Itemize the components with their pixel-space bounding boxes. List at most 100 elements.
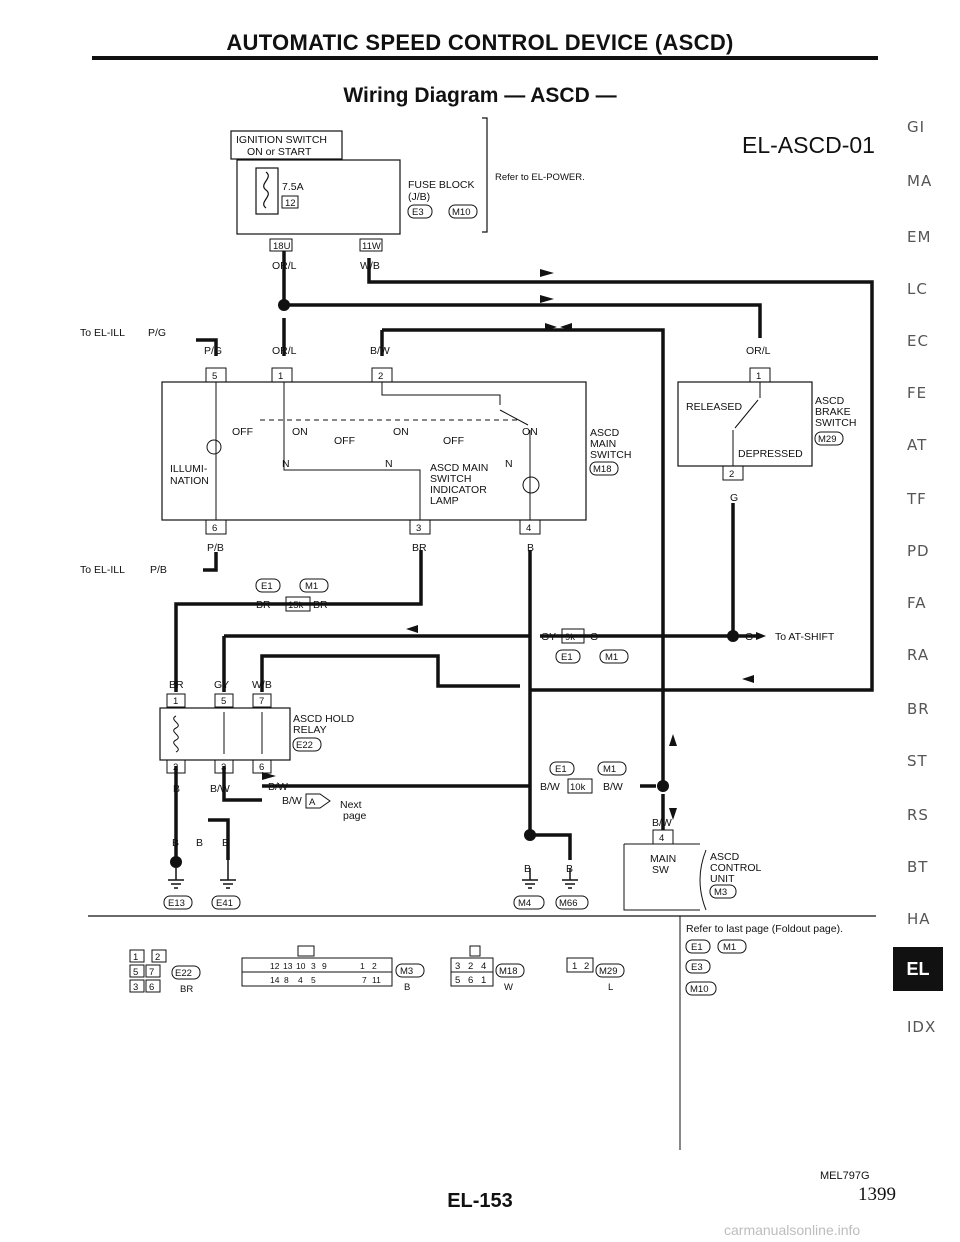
refer-e3: E3 — [691, 962, 703, 973]
wire-orl-brake: OR/L — [746, 345, 771, 357]
m3-top-6: 1 — [360, 961, 365, 971]
m18-grid-3: 4 — [481, 961, 486, 972]
section-tab-ra[interactable]: RA — [907, 646, 930, 664]
pin2-a: 2 — [378, 371, 383, 382]
j9k: 9k — [565, 632, 575, 643]
indicator-2: SWITCH — [430, 473, 471, 485]
section-tab-fa[interactable]: FA — [907, 594, 927, 612]
section-tab-rs[interactable]: RS — [907, 806, 929, 824]
wire-bw-label: B/W — [370, 345, 390, 357]
relay-pin7: 7 — [259, 696, 264, 707]
figure-id: MEL797G — [820, 1170, 870, 1182]
section-tab-fe[interactable]: FE — [907, 384, 928, 402]
bottom-m18-color: W — [504, 982, 513, 993]
refer-e1: E1 — [691, 942, 703, 953]
e22-grid-2: 2 — [155, 952, 160, 963]
relay-gy: GY — [214, 679, 229, 691]
acu-main: MAIN — [650, 853, 676, 865]
ignition-switch-box — [230, 130, 343, 160]
e22-grid-4: 7 — [149, 967, 154, 978]
section-page-number: EL-153 — [447, 1190, 513, 1212]
pin3-a: 3 — [416, 523, 421, 534]
bottom-e22: E22 — [175, 968, 192, 979]
j10k-bw-l: B/W — [540, 781, 560, 793]
indicator-1: ASCD MAIN — [430, 462, 488, 474]
section-tab-tf[interactable]: TF — [907, 490, 927, 508]
j9k-g: G — [590, 631, 598, 643]
section-tab-lc[interactable]: LC — [907, 280, 928, 298]
at-g: G — [745, 631, 753, 643]
j10k: 10k — [570, 782, 586, 793]
brake-label-3: SWITCH — [815, 417, 856, 429]
wire-br — [174, 550, 423, 692]
section-tab-pd[interactable]: PD — [907, 542, 930, 560]
wire-pb-label-2: P/B — [207, 542, 224, 554]
section-tab-ec[interactable]: EC — [907, 332, 929, 350]
pin2-brake: 2 — [729, 469, 734, 480]
bottom-m29: M29 — [599, 966, 617, 977]
conn-11w: 11W — [362, 241, 381, 252]
relay-pin6: 6 — [259, 762, 264, 773]
wire-pg-label-2: P/G — [204, 345, 222, 357]
next-page-1: Next — [340, 799, 362, 811]
section-tab-ha[interactable]: HA — [907, 910, 931, 928]
m18-grid-5: 6 — [468, 975, 473, 986]
wire-b-m66 — [530, 833, 572, 860]
pin1-brake: 1 — [756, 371, 761, 382]
e22-grid-5: 3 — [133, 982, 138, 993]
section-tab-bt[interactable]: BT — [907, 858, 929, 876]
sw-on-2: ON — [393, 426, 409, 438]
pin5-a: 5 — [212, 371, 217, 382]
relay-pin1: 1 — [173, 696, 178, 707]
m18-grid-1: 3 — [455, 961, 460, 972]
sw-off-1: OFF — [232, 426, 253, 438]
section-tab-br[interactable]: BR — [907, 700, 930, 718]
section-tab-st[interactable]: ST — [907, 752, 928, 770]
e22-grid-1: 1 — [133, 952, 138, 963]
bottom-m3: M3 — [400, 966, 413, 977]
brake-depressed: DEPRESSED — [738, 448, 803, 460]
section-tab-at[interactable]: AT — [907, 436, 928, 454]
m3-top-7: 2 — [372, 961, 377, 971]
wire-bw-right — [382, 328, 665, 788]
sw-off-2: OFF — [334, 435, 355, 447]
m18-grid-2: 2 — [468, 961, 473, 972]
acu-bw: B/W — [652, 817, 672, 829]
diagram-code: EL-ASCD-01 — [742, 132, 875, 158]
wire-bw-next — [222, 766, 262, 802]
wire-orl-right — [284, 303, 762, 338]
gnd-m66: M66 — [559, 898, 577, 909]
bottom-m29-color: L — [608, 982, 613, 993]
acu-label-3: UNIT — [710, 873, 735, 885]
m3-top-4: 3 — [311, 961, 316, 971]
section-tab-gi[interactable]: GI — [907, 118, 926, 136]
refer-m1: M1 — [723, 942, 736, 953]
wire-br-label: BR — [412, 542, 427, 554]
j15k: 15k — [288, 600, 304, 611]
wire-wb-loop — [367, 258, 874, 692]
main-switch-3: SWITCH — [590, 449, 631, 461]
m3-bot-2: 8 — [284, 975, 289, 985]
brake-label-2: BRAKE — [815, 406, 851, 418]
section-tab-idx[interactable]: IDX — [907, 1018, 937, 1036]
sw-n-3: N — [505, 458, 513, 470]
section-tab-em[interactable]: EM — [907, 228, 932, 246]
m3-bot-4: 5 — [311, 975, 316, 985]
m3-bot-5: 7 — [362, 975, 367, 985]
m3-bot-6: 11 — [372, 975, 381, 985]
m18-grid-6: 1 — [481, 975, 486, 986]
section-tab-ma[interactable]: MA — [907, 172, 933, 190]
fuse-amp: 7.5A — [282, 181, 304, 193]
active-section-tab[interactable]: EL — [893, 947, 943, 991]
acu-label-1: ASCD — [710, 851, 740, 863]
bw-to-unit: B/W — [268, 781, 288, 793]
ignition-label-2: ON or START — [247, 146, 312, 158]
fuse-conn-m10: M10 — [452, 207, 470, 218]
conn-m1-a: M1 — [305, 581, 318, 592]
refer-power: Refer to EL-POWER. — [495, 172, 585, 183]
main-switch-1: ASCD — [590, 427, 620, 439]
conn-m1-b: M1 — [605, 652, 618, 663]
relay-pin5: 5 — [221, 696, 226, 707]
j15k-br-l: BR — [256, 599, 271, 611]
